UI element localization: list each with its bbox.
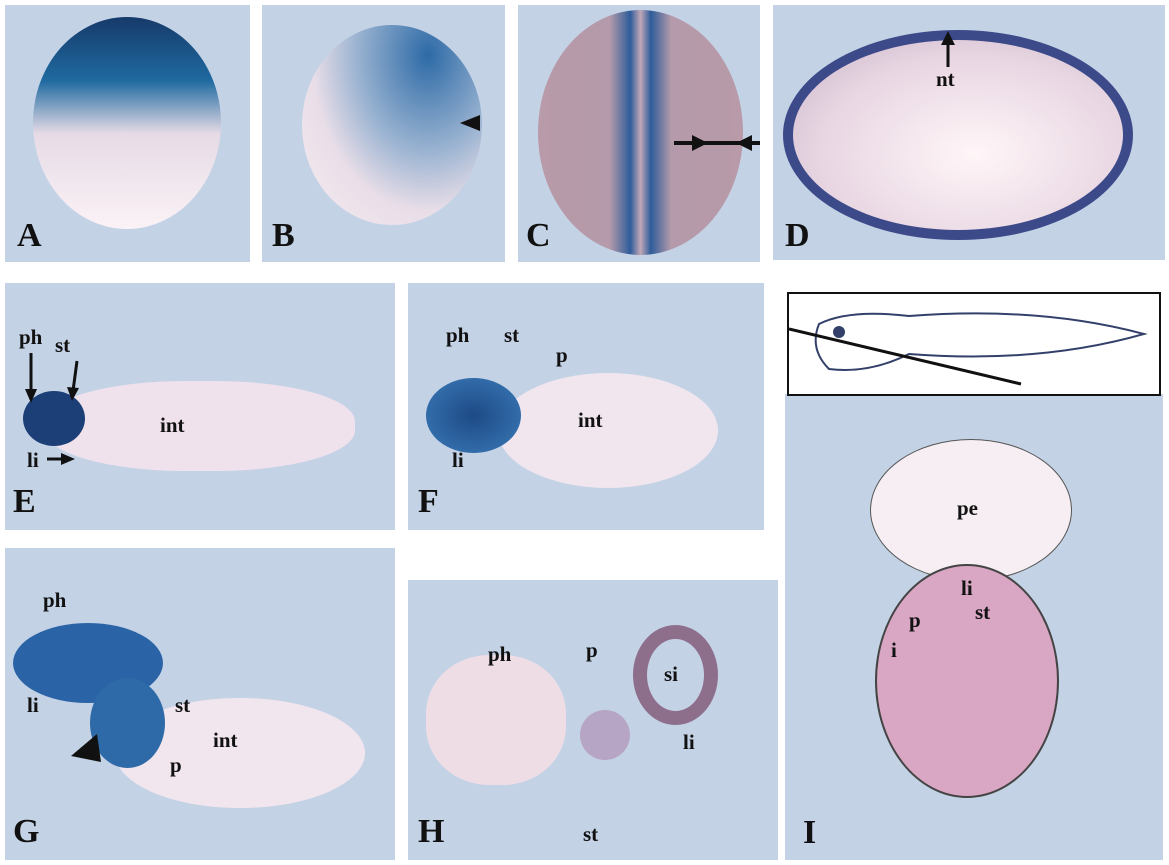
embryo — [302, 25, 482, 225]
panel-h: ph p si li st H — [408, 580, 778, 860]
embryo — [783, 30, 1133, 240]
annotation-p: p — [170, 753, 182, 777]
embryo — [33, 17, 221, 229]
annotation-pe: pe — [957, 496, 978, 520]
annotation-int: int — [213, 728, 238, 752]
annotation-p: p — [556, 343, 568, 367]
annotation-li: li — [27, 448, 39, 472]
stomach — [580, 710, 630, 760]
panel-label: D — [785, 217, 810, 254]
arrow-icons — [674, 135, 760, 151]
stomach — [90, 678, 165, 768]
annotation-li: li — [961, 576, 973, 600]
arrow-icon — [941, 31, 955, 67]
panel-label: F — [418, 483, 439, 520]
intestine — [45, 381, 355, 471]
panel-label: I — [803, 814, 817, 851]
pharynx — [426, 655, 566, 785]
annotation-i: i — [891, 638, 897, 662]
annotation-st: st — [583, 822, 599, 846]
panel-label: G — [13, 813, 40, 850]
panel-c: C — [518, 5, 760, 262]
intestine — [498, 373, 718, 488]
annotation-p: p — [909, 608, 921, 632]
arrow-icons — [25, 353, 79, 465]
annotation-ph: ph — [446, 323, 470, 347]
annotation-nt: nt — [936, 67, 955, 91]
annotation-st: st — [504, 323, 520, 347]
annotation-ph: ph — [488, 642, 512, 666]
embryo — [538, 10, 743, 255]
pharynx — [23, 391, 85, 446]
annotation-st: st — [55, 333, 71, 357]
tadpole-inset — [787, 292, 1161, 396]
tadpole-drawing — [788, 312, 1148, 386]
annotation-st: st — [175, 693, 191, 717]
panel-g: ph li st p int G — [5, 548, 395, 860]
annotation-li: li — [27, 693, 39, 717]
panel-label: B — [272, 217, 295, 254]
panel-label: A — [17, 217, 42, 254]
panel-f: ph st p li int F — [408, 283, 764, 530]
panel-b: B — [262, 5, 505, 262]
section-upper — [870, 439, 1072, 581]
annotation-si: si — [664, 662, 679, 686]
panel-d: nt D — [773, 5, 1165, 260]
annotation-st: st — [975, 600, 991, 624]
section-lower — [875, 564, 1059, 798]
panel-a: A — [5, 5, 250, 262]
panel-label: H — [418, 813, 445, 850]
annotation-ph: ph — [19, 325, 43, 349]
pharynx — [426, 378, 521, 453]
arrowhead-icon — [71, 734, 101, 762]
annotation-int: int — [160, 413, 185, 437]
annotation-li: li — [452, 448, 464, 472]
annotation-int: int — [578, 408, 603, 432]
panel-e: ph st li int E — [5, 283, 395, 530]
annotation-p: p — [586, 638, 598, 662]
panel-label: E — [13, 483, 36, 520]
annotation-li: li — [683, 730, 695, 754]
panel-i: pe li st p i I — [785, 394, 1163, 860]
arrowhead-icon — [460, 115, 480, 131]
panel-label: C — [526, 217, 551, 254]
annotation-ph: ph — [43, 588, 67, 612]
